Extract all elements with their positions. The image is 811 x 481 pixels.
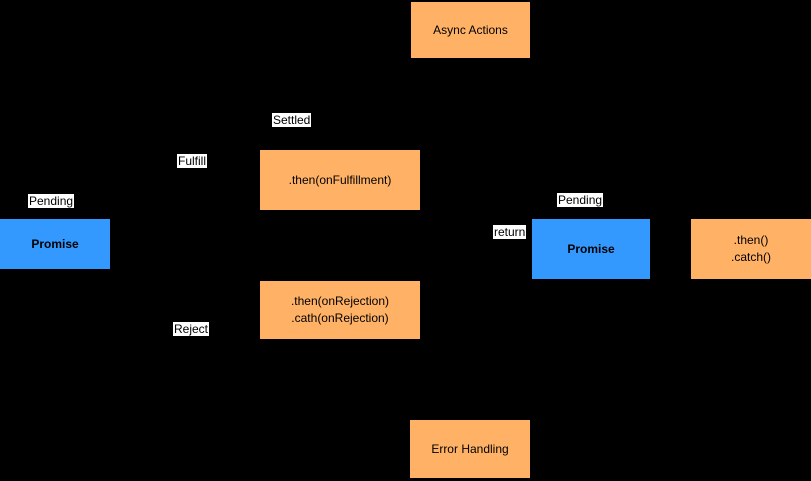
edge-label-reject: Reject [173,322,210,336]
promise-right-node: Promise [532,219,650,279]
promise-right-label: Promise [567,241,615,256]
promise-left-label: Promise [31,236,79,251]
edge-label-return: return [493,225,527,239]
then-onrejection-node: .then(onRejection) .cath(onRejection) [260,281,420,339]
promise-left-node: Promise [0,219,110,269]
edge-label-pending-left: Pending [28,194,75,208]
then-catch-line1: .then() [733,233,769,248]
then-onrejection-line2: .cath(onRejection) [291,311,389,325]
error-handling-node: Error Handling [410,420,530,478]
then-onfulfillment-label: .then(onFulfillment) [288,172,392,187]
then-onrejection-line1: .then(onRejection) [290,294,390,309]
then-catch-line2: .catch() [730,250,771,264]
then-onfulfillment-node: .then(onFulfillment) [260,150,420,210]
edge-label-fulfill: Fulfill [177,154,208,168]
error-handling-label: Error Handling [431,441,509,456]
edge-label-pending-right: Pending [557,193,604,207]
async-actions-label: Async Actions [433,22,508,37]
edge-label-settled: Settled [272,113,312,127]
then-catch-node: .then() .catch() [691,219,811,279]
async-actions-node: Async Actions [411,2,530,58]
